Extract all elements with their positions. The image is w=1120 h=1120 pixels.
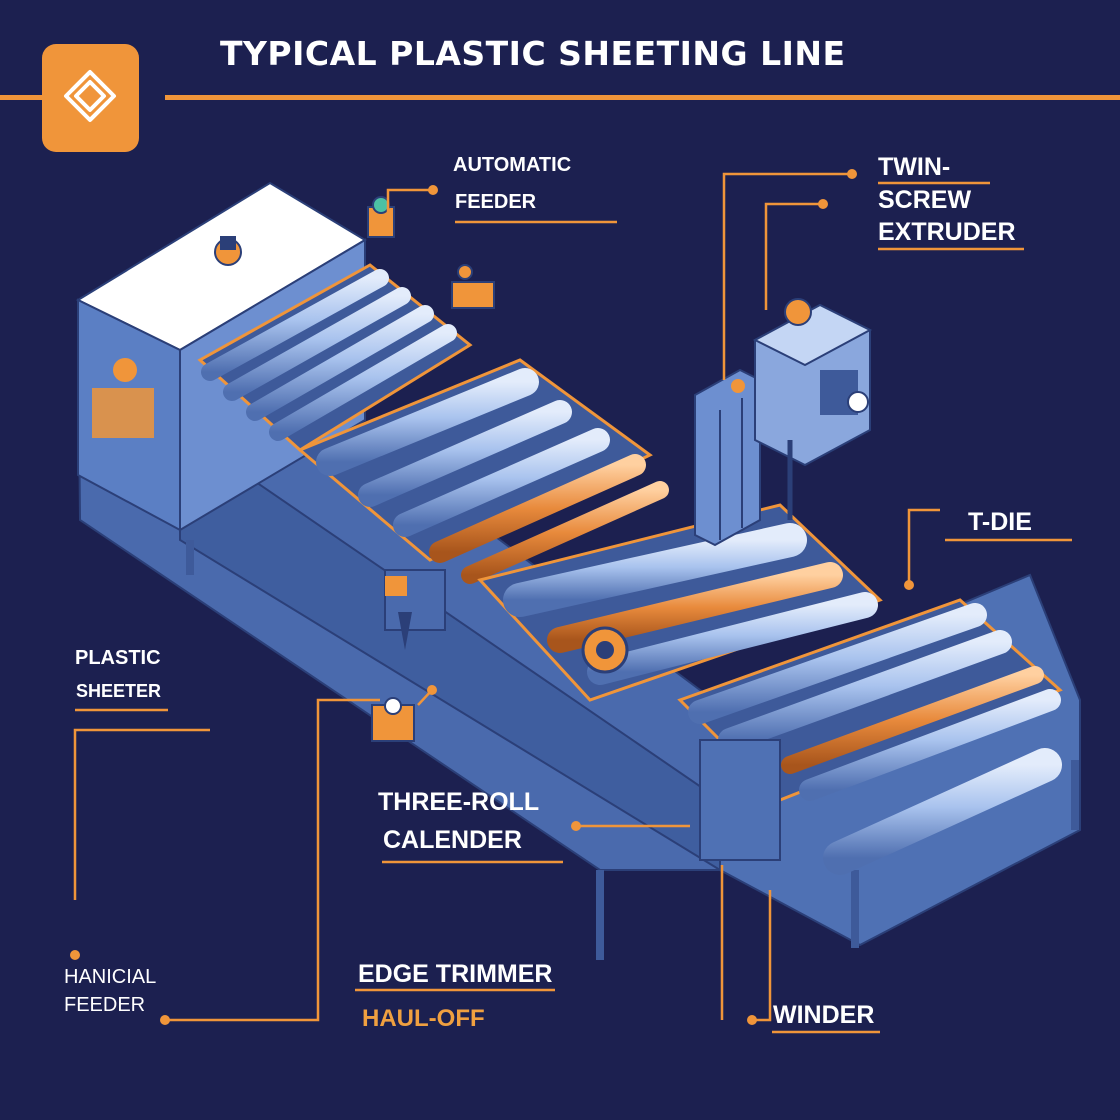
title-rule-right [165,95,1120,100]
label-twin-screw-line3: EXTRUDER [878,218,1016,246]
label-winder: WINDER [773,1001,875,1029]
label-twin-screw-line1: TWIN- [878,153,951,181]
leader-twin-screw-a [722,172,852,380]
leader-t-die [907,508,940,582]
label-three-roll-line2: CALENDER [383,826,522,854]
label-t-die: T-DIE [968,508,1032,536]
leader-twin-screw-b [764,202,823,310]
upper-roller-bank [197,263,473,452]
label-automatic-feeder-line1: AUTOMATIC [453,154,572,176]
logo-icon [42,44,139,152]
leader-hanicial-feeder [165,698,380,1022]
label-three-roll-line1: THREE-ROLL [378,788,540,816]
title-rule-left [0,95,42,100]
extruder-box [752,298,873,520]
label-haul-off: HAUL-OFF [362,1005,485,1032]
label-edge-trimmer: EDGE TRIMMER [358,960,553,988]
extruder-tower [694,368,761,547]
calender-roller-bank [477,503,883,702]
label-twin-screw-line2: SCREW [878,186,972,214]
leader-plastic-sheeter [73,728,210,900]
label-hanicial-feeder-line1: HANICIAL [64,966,157,988]
leader-automatic-feeder [386,188,433,212]
middle-roller-bank [297,358,669,584]
label-automatic-feeder-line2: FEEDER [455,191,537,213]
label-plastic-sheeter-line2: SHEETER [76,681,162,701]
leader-winder [752,890,772,1022]
label-hanicial-feeder-line2: FEEDER [64,994,146,1016]
label-plastic-sheeter-line1: PLASTIC [75,647,161,669]
diagram-title: TYPICAL PLASTIC SHEETING LINE [220,34,846,73]
